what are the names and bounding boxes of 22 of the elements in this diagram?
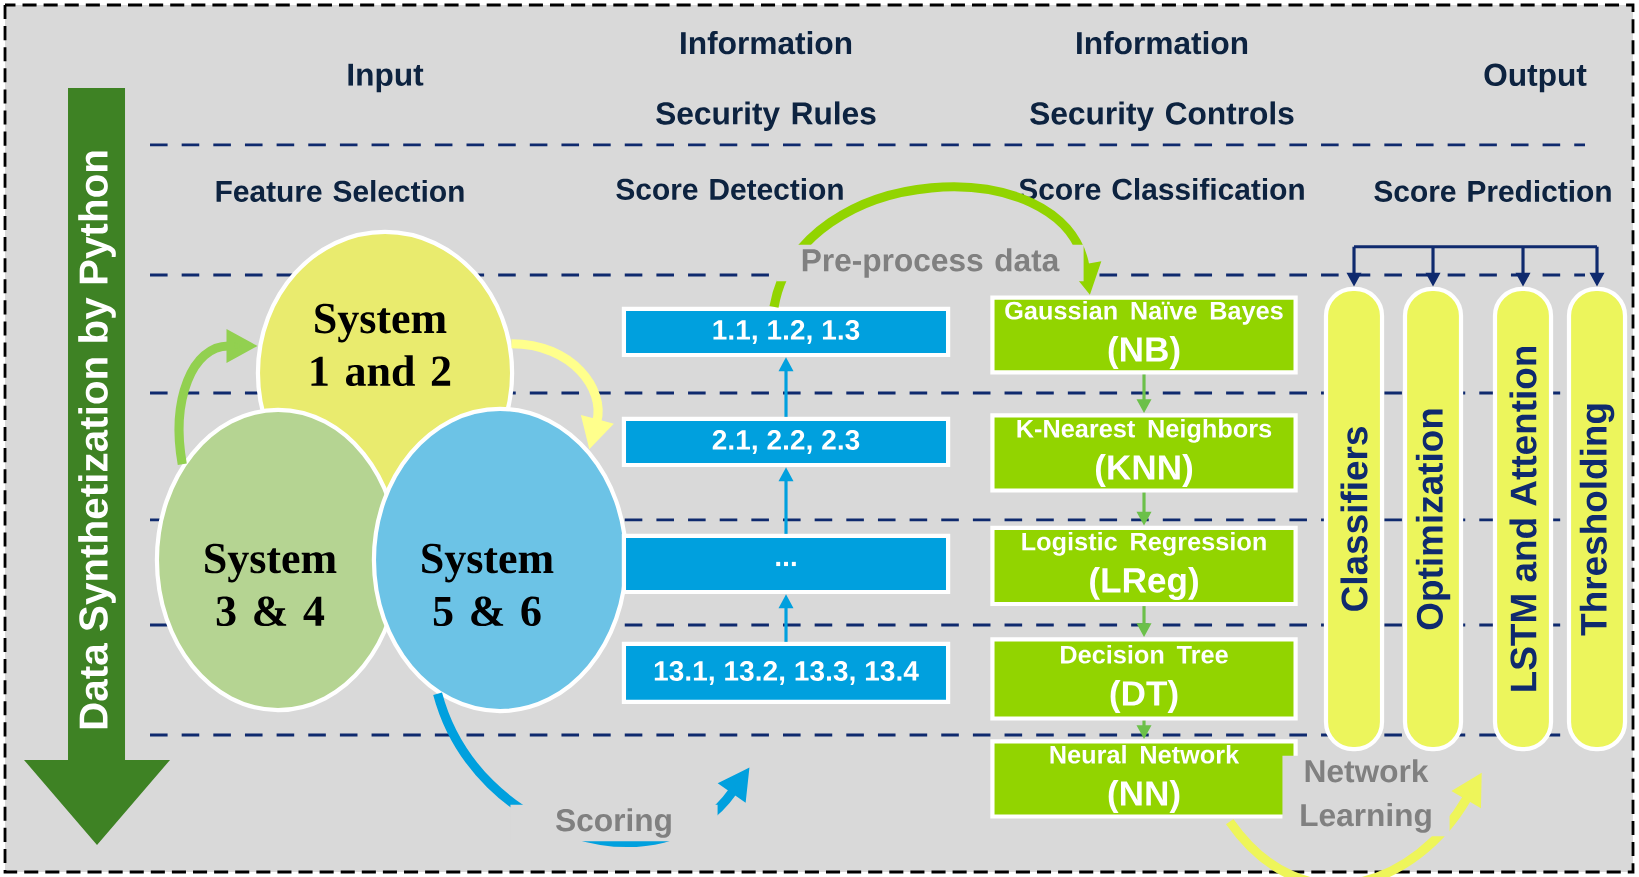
classifier-box: K-Nearest Neighbors (KNN) [990,413,1298,493]
output-column: Optimization [1402,286,1464,752]
column-heading: Information Security Controls [1030,31,1294,131]
column-heading: Information Security Rules [656,31,876,131]
down-arrow-band: Data Synthetization by Python [24,88,170,845]
edge-label: Scoring [510,804,718,842]
column-heading: Output [1484,63,1587,93]
output-column: Thresholding [1566,286,1628,752]
classifier-box: Logistic Regression (LReg) [990,525,1298,607]
edge-label: Pre-process data [776,244,1084,282]
classifier-box: Neural Network (NN) [990,739,1298,819]
section-heading: Score Detection [616,178,843,200]
bracket-line [1354,245,1597,249]
section-heading: Feature Selection [216,180,464,202]
classifier-box: Decision Tree (DT) [990,637,1298,721]
edge-label: Network Learning [1282,755,1450,837]
output-column: LSTM and Attention [1492,286,1554,752]
classifier-box: Gaussian Naïve Bayes (NB) [990,295,1298,375]
curved-arrow [769,182,1102,309]
section-heading: Score Prediction [1374,180,1611,202]
column-heading: Input [348,63,424,93]
output-column: Classifiers [1323,286,1385,752]
